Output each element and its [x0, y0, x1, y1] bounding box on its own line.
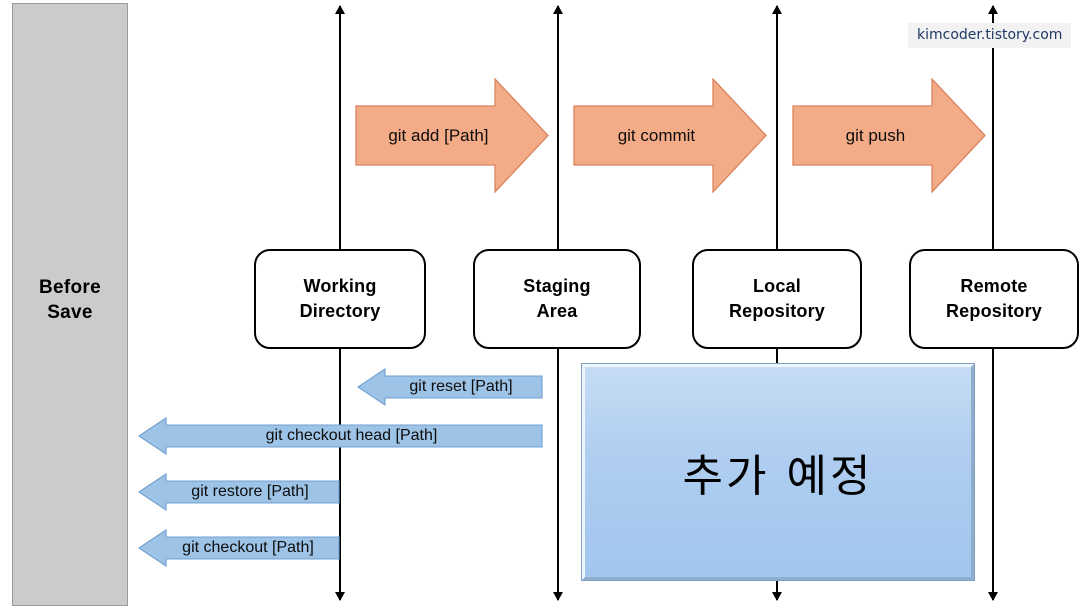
before-save-panel [12, 3, 128, 606]
node-staging-area-line2: Area [536, 301, 578, 321]
node-working-directory-line2: Directory [299, 301, 381, 321]
arrow-git-checkout-label: git checkout [Path] [182, 539, 314, 556]
node-remote-repository-line2: Repository [945, 301, 1043, 321]
arrow-git-checkout-head: git checkout head [Path] [138, 417, 543, 455]
lifeline-arrow-up-icon [553, 5, 563, 14]
arrow-left-shape-icon [138, 417, 543, 455]
arrow-git-push-label: git push [845, 125, 906, 145]
node-local-repository-line2: Repository [728, 301, 826, 321]
lifeline-arrow-down-icon [988, 592, 998, 601]
node-local-repository-line1: Local [752, 276, 801, 296]
placeholder-panel-label: 추가 예정 [682, 451, 874, 502]
arrow-git-add-label: git add [Path] [388, 125, 489, 145]
arrow-right-shape-icon [355, 78, 549, 193]
arrow-left-shape-icon [138, 473, 340, 511]
node-remote-repository: Remote Repository [909, 249, 1079, 349]
arrow-left-shape-icon [357, 368, 543, 406]
arrow-git-commit-label: git commit [617, 125, 696, 145]
placeholder-panel: 추가 예정 [582, 364, 974, 580]
arrow-git-add: git add [Path] [355, 78, 549, 193]
node-staging-area: Staging Area [473, 249, 641, 349]
arrow-git-restore-label: git restore [Path] [191, 483, 309, 500]
lifeline-arrow-up-icon [988, 5, 998, 14]
node-working-directory: Working Directory [254, 249, 426, 349]
lifeline-arrow-up-icon [772, 5, 782, 14]
before-save-label-line1: Before [39, 277, 101, 298]
arrow-git-checkout: git checkout [Path] [138, 529, 340, 567]
arrow-left-shape-icon [138, 529, 340, 567]
arrow-git-reset: git reset [Path] [357, 368, 543, 406]
before-save-label-line2: Save [47, 302, 93, 323]
node-local-repository: Local Repository [692, 249, 862, 349]
arrow-git-checkout-head-label: git checkout head [Path] [265, 427, 438, 444]
lifeline-arrow-down-icon [553, 592, 563, 601]
arrow-right-shape-icon [573, 78, 767, 193]
watermark: kimcoder.tistory.com [908, 23, 1072, 48]
arrow-git-push: git push [792, 78, 986, 193]
node-remote-repository-line1: Remote [960, 276, 1028, 296]
lifeline-arrow-up-icon [335, 5, 345, 14]
arrow-git-reset-label: git reset [Path] [409, 378, 513, 395]
arrow-right-shape-icon [792, 78, 986, 193]
before-save-label: Before Save [12, 275, 128, 325]
arrow-git-commit: git commit [573, 78, 767, 193]
lifeline-arrow-down-icon [335, 592, 345, 601]
node-working-directory-line1: Working [303, 276, 377, 296]
arrow-git-restore: git restore [Path] [138, 473, 340, 511]
node-staging-area-line1: Staging [523, 276, 591, 296]
lifeline-arrow-down-icon [772, 592, 782, 601]
